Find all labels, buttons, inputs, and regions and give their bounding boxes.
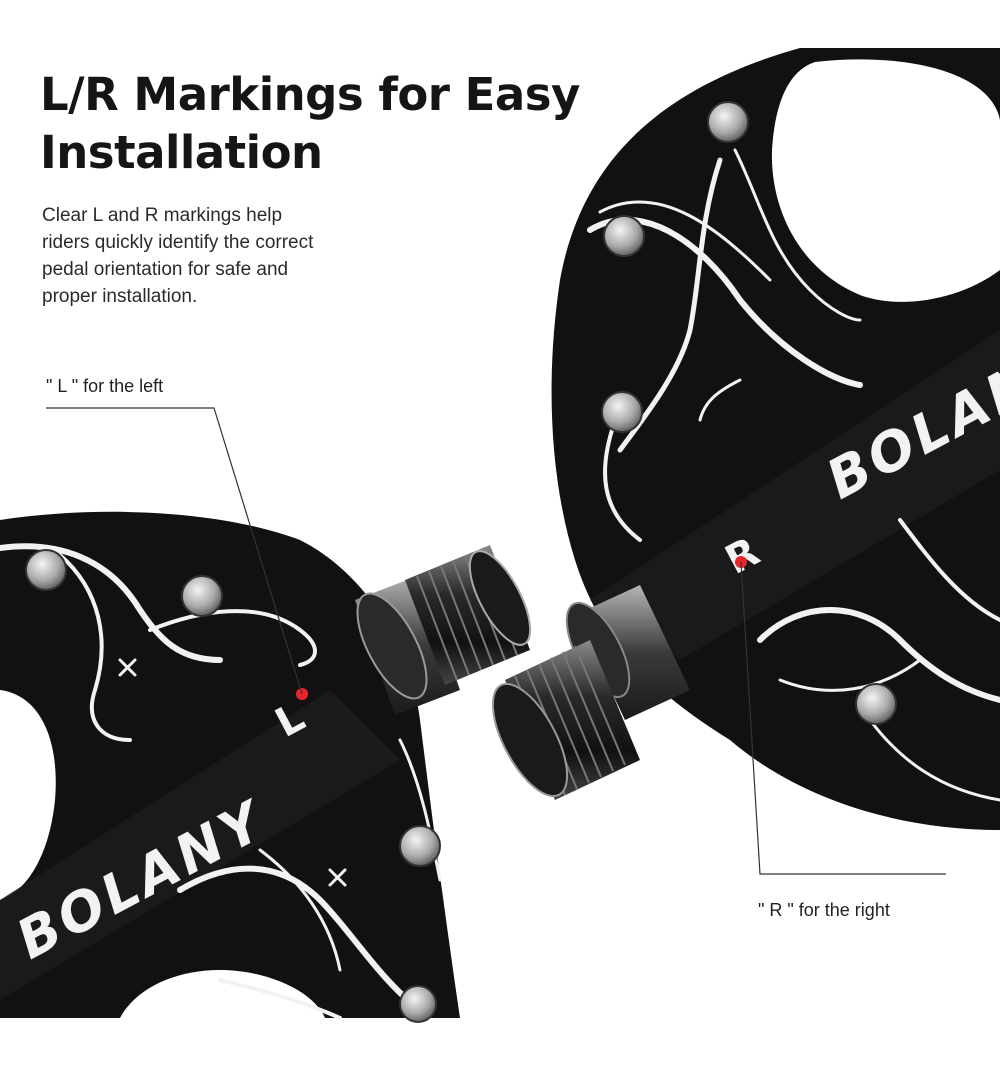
left-callout-label: " L " for the left [46, 376, 164, 396]
title-line-1: L/R Markings for Easy [40, 68, 580, 121]
right-pedal-channel [590, 330, 1000, 660]
description-line-4: proper installation. [42, 286, 198, 307]
left-callout-line [46, 407, 303, 695]
right-pedal-axle [491, 585, 690, 800]
pin [25, 549, 67, 591]
left-pedal: BOLANY L [0, 511, 532, 1023]
right-pedal: BOLANY R [491, 48, 1000, 830]
right-callout-line [740, 561, 946, 875]
description-line-3: pedal orientation for safe and [42, 259, 289, 280]
pin [181, 575, 223, 617]
description-line-1: Clear L and R markings help [42, 205, 283, 226]
pin [603, 215, 645, 257]
pin [399, 985, 437, 1023]
left-pedal-channel [0, 690, 400, 1000]
right-callout-label: " R " for the right [758, 900, 890, 920]
title-line-2: Installation [40, 126, 323, 179]
description: Clear L and R markings help riders quick… [42, 202, 402, 310]
left-pedal-window-bottom [120, 969, 325, 1018]
right-pedal-pins [601, 101, 897, 725]
pin [601, 391, 643, 433]
left-pedal-pins [25, 549, 441, 1023]
left-pedal-graphic [0, 543, 442, 1020]
pin [399, 825, 441, 867]
right-pedal-window [771, 59, 1000, 302]
pin [855, 683, 897, 725]
page-title: L/R Markings for Easy Installation [40, 66, 600, 182]
description-line-2: riders quickly identify the correct [42, 232, 314, 253]
pin [707, 101, 749, 143]
left-pedal-window [0, 690, 56, 900]
callout-lines [46, 407, 946, 875]
left-pedal-axle [355, 545, 532, 715]
